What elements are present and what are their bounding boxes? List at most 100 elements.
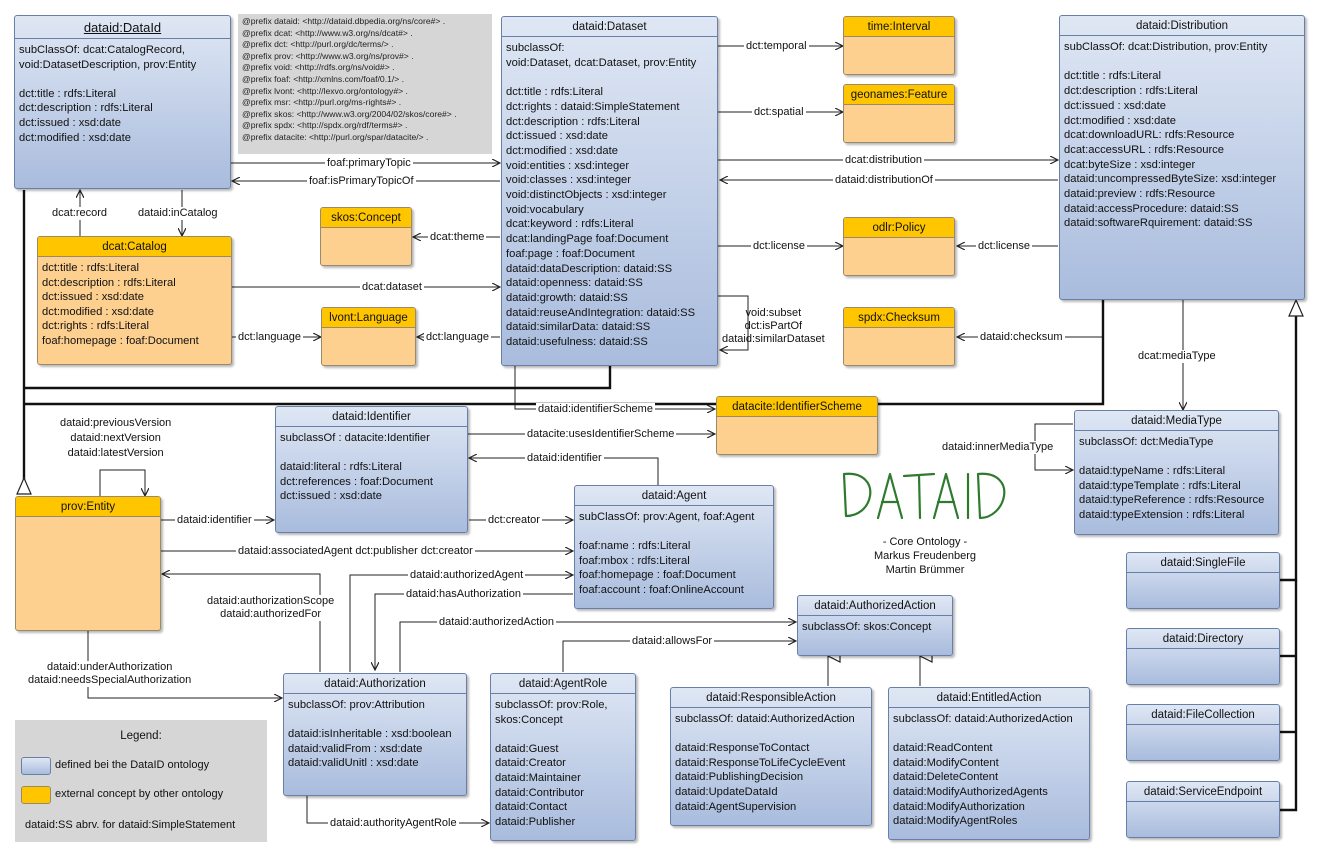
class-agent[interactable]: dataid:Agent subClassOf: prov:Agent, foa… — [574, 485, 774, 609]
class-properties: subClassOf: dcat:Distribution, prov:Enti… — [1064, 41, 1277, 230]
class-time-interval[interactable]: time:Interval — [843, 16, 955, 75]
class-agentrole[interactable]: dataid:AgentRole subclassOf: prov:Role, … — [490, 673, 636, 841]
edge-label: datacite:usesIdentifierScheme — [525, 428, 677, 441]
edge-label: dct:spatial — [752, 106, 806, 119]
class-title: datacite:IdentifierScheme — [717, 397, 877, 417]
class-lvont-language[interactable]: lvont:Language — [321, 307, 416, 366]
class-properties: subclassOf : datacite:Identifier dataid:… — [280, 432, 433, 503]
edge-label: dataid:inCatalog — [136, 207, 220, 220]
credits: - Core Ontology - Markus Freudenberg Mar… — [873, 536, 977, 576]
class-title: odlr:Policy — [844, 218, 954, 238]
class-geonames-feature[interactable]: geonames:Feature — [843, 84, 955, 143]
class-title: dataid:DataId — [15, 16, 230, 39]
edge-label: dataid:identifierScheme — [536, 403, 655, 416]
class-authorization[interactable]: dataid:Authorization subclassOf: prov:At… — [283, 673, 467, 796]
class-responsibleaction[interactable]: dataid:ResponsibleAction subclassOf: dat… — [670, 687, 872, 826]
class-properties: subclassOf: dct:MediaType dataid:typeNam… — [1079, 436, 1265, 521]
class-dataid[interactable]: dataid:DataId subClassOf: dcat:CatalogRe… — [14, 15, 231, 189]
class-datacite-identifierscheme[interactable]: datacite:IdentifierScheme — [716, 396, 878, 455]
class-title: dcat:Catalog — [38, 237, 231, 257]
edge-label: dct:temporal — [744, 40, 809, 53]
class-title: dataid:ResponsibleAction — [671, 688, 871, 708]
edge-label: dct:creator — [486, 514, 542, 527]
class-title: dataid:Authorization — [284, 674, 466, 694]
edge-label: void:subset dct:isPartOf dataid:similarD… — [722, 307, 825, 345]
class-serviceendpoint[interactable]: dataid:ServiceEndpoint — [1126, 781, 1280, 838]
class-properties: subClassOf: dcat:CatalogRecord, void:Dat… — [19, 44, 197, 144]
class-mediatype[interactable]: dataid:MediaType subclassOf: dct:MediaTy… — [1074, 410, 1279, 535]
class-spdx-checksum[interactable]: spdx:Checksum — [843, 307, 955, 366]
class-title: dataid:Directory — [1127, 629, 1279, 649]
prefix-declarations: @prefix dataid: <http://dataid.dbpedia.o… — [238, 14, 492, 154]
class-distribution[interactable]: dataid:Distribution subClassOf: dcat:Dis… — [1059, 15, 1305, 300]
edge-label: dataid:distributionOf — [833, 174, 935, 187]
edge-label: dct:language — [424, 331, 491, 344]
class-properties: subclassOf: prov:Attribution dataid:isIn… — [288, 699, 452, 770]
edge-label: foaf:primaryTopic — [325, 157, 413, 170]
legend-swatch-defined — [21, 757, 51, 775]
class-properties: subclassOf: dataid:AuthorizedAction data… — [893, 713, 1073, 828]
edge-label: dataid:checksum — [978, 331, 1065, 344]
class-title: dataid:MediaType — [1075, 411, 1278, 431]
edge-label: dataid:authorizationScope dataid:authori… — [205, 595, 337, 621]
class-title: dataid:Identifier — [276, 407, 467, 427]
edge-label: dataid:authorizedAgent — [408, 569, 526, 582]
class-title: dataid:EntitledAction — [889, 688, 1089, 708]
edge-label: dcat:dataset — [360, 281, 424, 294]
edge-label: dataid:innerMediaType — [940, 441, 1056, 454]
class-identifier[interactable]: dataid:Identifier subclassOf : datacite:… — [275, 406, 468, 533]
class-dcat-catalog[interactable]: dcat:Catalog dct:title : rdfs:Literal dc… — [37, 236, 232, 365]
class-title: dataid:Dataset — [502, 17, 717, 37]
class-directory[interactable]: dataid:Directory — [1126, 628, 1280, 685]
edge-label: dataid:identifier — [525, 452, 604, 465]
legend-defined-label: defined bei the DataID ontology — [55, 759, 210, 771]
class-properties: subclassOf: void:Dataset, dcat:Dataset, … — [506, 42, 697, 349]
dataid-logo — [842, 472, 1006, 520]
class-properties: subclassOf: skos:Concept — [802, 621, 932, 633]
edge-label: dcat:theme — [428, 231, 487, 244]
edge-label: dataid:underAuthorization dataid:needsSp… — [26, 661, 194, 687]
class-authorizedaction[interactable]: dataid:AuthorizedAction subclassOf: skos… — [797, 595, 953, 656]
legend-external-label: external concept by other ontology — [55, 788, 224, 800]
class-properties: subclassOf: dataid:AuthorizedAction data… — [675, 713, 855, 813]
class-odrl-policy[interactable]: odlr:Policy — [843, 217, 955, 276]
class-entitledaction[interactable]: dataid:EntitledAction subclassOf: dataid… — [888, 687, 1090, 840]
class-title: dataid:Distribution — [1060, 16, 1304, 36]
edge-label: dataid:allowsFor — [630, 635, 715, 648]
class-title: dataid:AgentRole — [491, 674, 635, 694]
class-title: dataid:Agent — [575, 486, 773, 506]
edge-label: dcat:record — [50, 207, 110, 220]
class-singlefile[interactable]: dataid:SingleFile — [1126, 552, 1280, 609]
legend-swatch-external — [21, 786, 51, 804]
class-title: lvont:Language — [322, 308, 415, 328]
class-properties: dct:title : rdfs:Literal dct:description… — [42, 262, 199, 347]
legend: Legend: defined bei the DataID ontology … — [15, 720, 267, 842]
edge-label: dataid:authorityAgentRole — [328, 817, 459, 830]
edge-label: dcat:distribution — [843, 154, 925, 167]
edge-label: dataid:hasAuthorization — [404, 588, 523, 601]
edge-label: dct:license — [751, 240, 807, 253]
class-title: dataid:ServiceEndpoint — [1127, 782, 1279, 802]
edge-label: dataid:previousVersion dataid:nextVersio… — [58, 416, 174, 461]
edge-label: dataid:authorizedAction — [437, 616, 556, 629]
class-filecollection[interactable]: dataid:FileCollection — [1126, 704, 1280, 761]
class-prov-entity[interactable]: prov:Entity — [15, 496, 161, 631]
class-title: geonames:Feature — [844, 85, 954, 105]
class-title: spdx:Checksum — [844, 308, 954, 328]
class-title: dataid:SingleFile — [1127, 553, 1279, 573]
class-properties: subclassOf: prov:Role, skos:Concept data… — [495, 699, 608, 828]
class-skos-concept[interactable]: skos:Concept — [320, 207, 412, 266]
class-dataset[interactable]: dataid:Dataset subclassOf: void:Dataset,… — [501, 16, 718, 366]
class-title: time:Interval — [844, 17, 954, 37]
edge-label: dct:license — [976, 240, 1032, 253]
edge-label: dct:language — [236, 331, 303, 344]
edge-label: dcat:mediaType — [1136, 350, 1218, 363]
edge-label: dataid:associatedAgent dct:publisher dct… — [236, 545, 475, 558]
class-title: dataid:AuthorizedAction — [798, 596, 952, 616]
edge-label: foaf:isPrimaryTopicOf — [307, 175, 416, 188]
class-properties: subClassOf: prov:Agent, foaf:Agent foaf:… — [579, 511, 755, 596]
legend-title: Legend: — [120, 730, 162, 742]
class-title: skos:Concept — [321, 208, 411, 228]
edge-label: dataid:identifier — [175, 514, 254, 527]
class-title: dataid:FileCollection — [1127, 705, 1279, 725]
